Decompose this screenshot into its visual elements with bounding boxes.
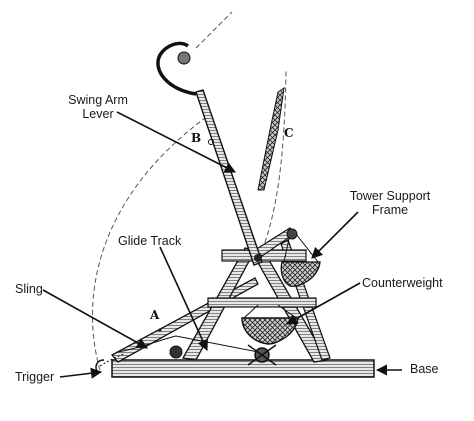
leader-swing-arm xyxy=(116,111,236,173)
glide-track-beam xyxy=(110,277,259,363)
trigger-label: Trigger xyxy=(15,370,55,384)
pivot-b-marker xyxy=(208,139,214,145)
winch-wheel xyxy=(247,344,277,366)
trajectory-top xyxy=(195,11,233,49)
projectile-rest-a xyxy=(158,328,162,332)
swung-arm-c xyxy=(257,86,285,191)
swing-arm xyxy=(195,89,263,266)
sling-rope xyxy=(117,335,259,353)
trajectory-arcs xyxy=(92,11,287,371)
leader-sling xyxy=(42,289,148,349)
tower-crossbeam-mid xyxy=(207,297,317,308)
base-beam xyxy=(111,359,375,378)
sling-hook xyxy=(156,41,197,96)
projectile-rest xyxy=(169,345,183,359)
leader-glide-track xyxy=(159,246,208,352)
tower-support-frame-label: Tower Support Frame xyxy=(349,189,431,217)
counterweight-basket xyxy=(241,317,299,345)
projectile-ball xyxy=(177,51,191,65)
part-b-label: B xyxy=(191,131,202,145)
counterweight-label: Counterweight xyxy=(362,276,443,290)
swing-arm-pivot xyxy=(254,254,262,262)
part-a-label: A xyxy=(150,308,160,322)
trajectory-left xyxy=(92,117,206,371)
leader-counterweight xyxy=(286,282,361,325)
upper-counterweight-basket xyxy=(280,261,321,287)
swing-arm-lever-label: Swing Arm Lever xyxy=(68,93,128,121)
glide-track-label: Glide Track xyxy=(118,234,182,248)
base-label: Base xyxy=(410,362,439,376)
leader-trigger xyxy=(59,367,103,379)
part-c-label: C xyxy=(284,126,294,140)
trajectory-right xyxy=(261,69,287,251)
leader-tower-frame xyxy=(311,211,359,259)
sling-label: Sling xyxy=(15,282,43,296)
leader-lines xyxy=(42,111,402,379)
sling-rope-dashed xyxy=(99,353,125,367)
